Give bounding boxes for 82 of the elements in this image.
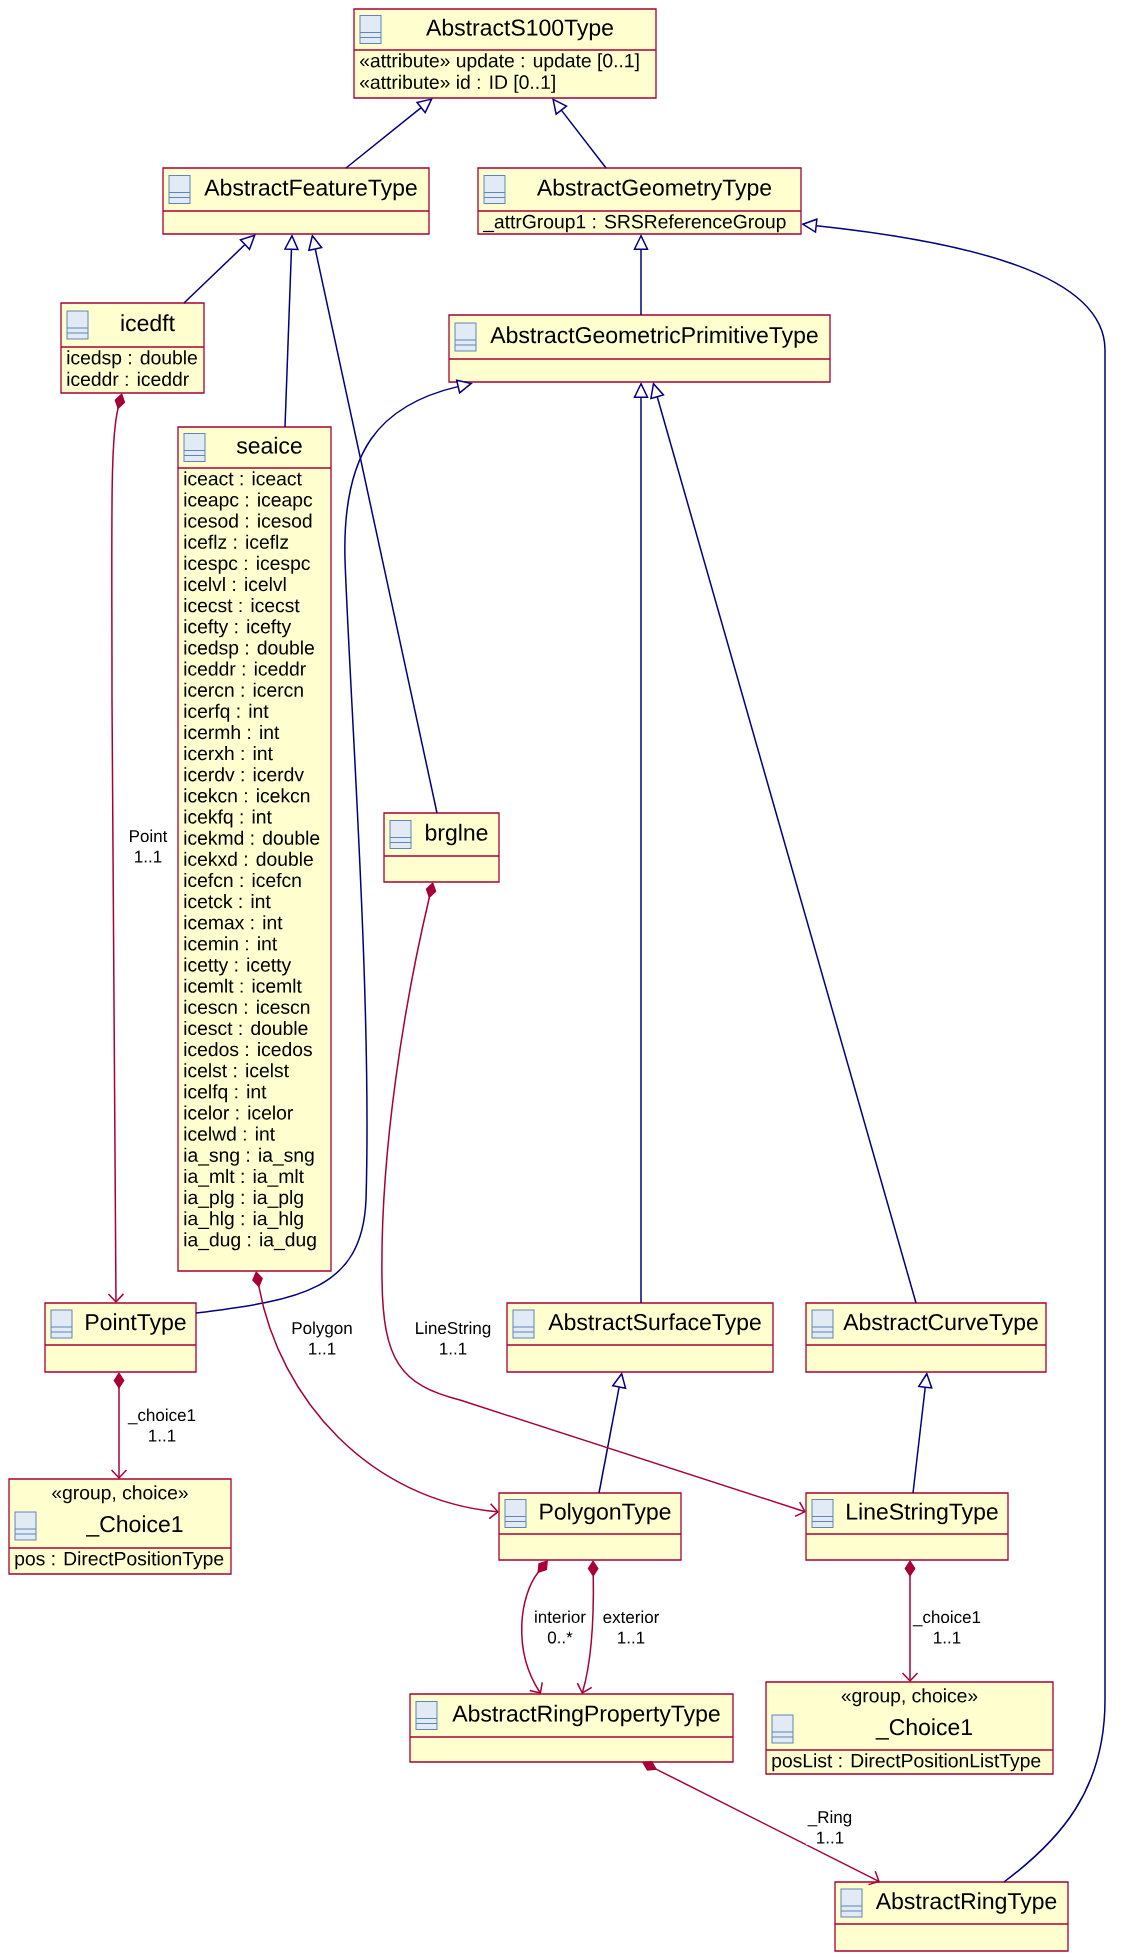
generalization-arrow xyxy=(650,382,917,1304)
edge-label: exterior 1..1 xyxy=(601,1609,661,1645)
attribute-text: posList : DirectPositionListType xyxy=(772,1753,1041,1772)
attribute-text: iceddr : iceddr xyxy=(67,371,189,387)
attribute-text: icermh : int xyxy=(184,724,280,740)
attribute-text: icespc : icespc xyxy=(184,555,310,574)
attribute-text: icerdv : icerdv xyxy=(184,767,304,782)
attribute-text: icelor : icelor xyxy=(184,1105,293,1120)
class-name: _Choice1 xyxy=(86,1515,183,1537)
edge-label: _choice1 1..1 xyxy=(911,1609,983,1645)
class-name: seaice xyxy=(236,436,302,454)
attribute-text: iceflz : iceflz xyxy=(184,534,289,549)
attribute-text: icelst : icelst xyxy=(184,1063,289,1078)
attribute-text: icelwd : int xyxy=(184,1126,275,1141)
edge-label: _choice1 1..1 xyxy=(126,1407,198,1443)
composition-arrow xyxy=(252,1271,499,1520)
generalization-arrow xyxy=(345,98,433,169)
attribute-text: icemin : int xyxy=(184,936,278,951)
stereotype-label: «group, choice» xyxy=(841,1688,978,1707)
attribute-text: icekmd : double xyxy=(184,830,320,845)
attribute-text: icedsp : double xyxy=(67,350,197,369)
attribute-text: icescn : icescn xyxy=(184,999,310,1014)
attribute-text: pos : DirectPositionType xyxy=(15,1551,224,1570)
attribute-text: icefty : icefty xyxy=(184,619,292,638)
attribute-text: icerfq : int xyxy=(184,703,269,722)
attribute-text: icemlt : icemlt xyxy=(184,978,302,993)
attribute-text: icekcn : icekcn xyxy=(184,788,310,803)
class-name: AbstractRingType xyxy=(875,1892,1057,1914)
generalization-arrow xyxy=(195,379,473,1314)
edge-label: _Ring 1..1 xyxy=(806,1809,854,1845)
class-name: LineStringType xyxy=(847,1502,998,1525)
attribute-text: icelfq : int xyxy=(184,1084,267,1103)
attribute-text: ia_mlt : ia_mlt xyxy=(184,1168,304,1187)
edge-label: LineString 1..1 xyxy=(413,1320,493,1356)
composition-arrow xyxy=(901,1560,919,1682)
class-name: AbstractRingPropertyType xyxy=(452,1704,720,1727)
class-name: AbstractFeatureType xyxy=(204,178,417,201)
class-name: AbstractCurveType xyxy=(843,1313,1038,1335)
attribute-text: icesod : icesod xyxy=(184,513,312,528)
class-name: _Choice1 xyxy=(875,1718,972,1740)
class-name: PolygonType xyxy=(540,1502,671,1525)
attribute-text: icercn : icercn xyxy=(184,682,303,697)
composition-arrow xyxy=(381,882,806,1518)
composition-arrow xyxy=(521,1560,548,1694)
attribute-text: icesct : double xyxy=(184,1020,308,1036)
edge-label: interior 0..* xyxy=(532,1609,588,1645)
class-name: AbstractSurfaceType xyxy=(548,1313,761,1335)
attribute-text: ia_hlg : ia_hlg xyxy=(184,1211,303,1230)
stereotype-label: «group, choice» xyxy=(52,1485,188,1504)
attribute-text: icekxd : double xyxy=(184,851,313,866)
attribute-text: ia_plg : ia_plg xyxy=(184,1190,303,1208)
attribute-text: ia_sng : ia_sng xyxy=(184,1147,314,1166)
attribute-text: icedsp : double xyxy=(184,640,314,659)
attribute-text: icedos : icedos xyxy=(184,1042,312,1057)
attribute-text: iceact : iceact xyxy=(184,471,302,486)
attribute-text: ia_dug : ia_dug xyxy=(184,1232,316,1251)
edge-label: Polygon 1..1 xyxy=(289,1320,355,1356)
attribute-text: icetty : icetty xyxy=(184,957,292,976)
attribute-text: icecst : icecst xyxy=(184,598,300,613)
composition-arrow xyxy=(576,1560,599,1694)
generalization-arrow xyxy=(183,234,256,304)
attribute-text: icefcn : icefcn xyxy=(184,872,301,888)
class-name: icedft xyxy=(121,314,175,332)
composition-arrow xyxy=(110,1372,128,1479)
attribute-text: icerxh : int xyxy=(184,746,273,761)
attribute-text: iceddr : iceddr xyxy=(184,661,306,676)
attribute-text: _attrGroup1 : SRSReferenceGroup xyxy=(482,214,786,233)
attribute-text: «attribute» id : ID [0..1] xyxy=(360,74,555,93)
generalization-arrow xyxy=(552,98,607,169)
class-name: AbstractGeometryType xyxy=(536,178,772,201)
composition-arrow xyxy=(107,393,126,1303)
class-name: AbstractGeometricPrimitiveType xyxy=(490,326,818,348)
attribute-text: icetck : int xyxy=(184,894,271,909)
attribute-text: iceapc : iceapc xyxy=(184,492,313,511)
attribute-text: «attribute» update : update [0..1] xyxy=(360,53,639,72)
attribute-text: icelvl : icelvl xyxy=(184,576,286,592)
class-name: AbstractS100Type xyxy=(426,18,613,41)
class-name: PointType xyxy=(86,1313,186,1335)
class-name: brglne xyxy=(426,823,488,846)
edge-label: Point 1..1 xyxy=(127,828,169,864)
attribute-text: icekfq : int xyxy=(184,809,272,828)
attribute-text: icemax : int xyxy=(184,915,283,930)
